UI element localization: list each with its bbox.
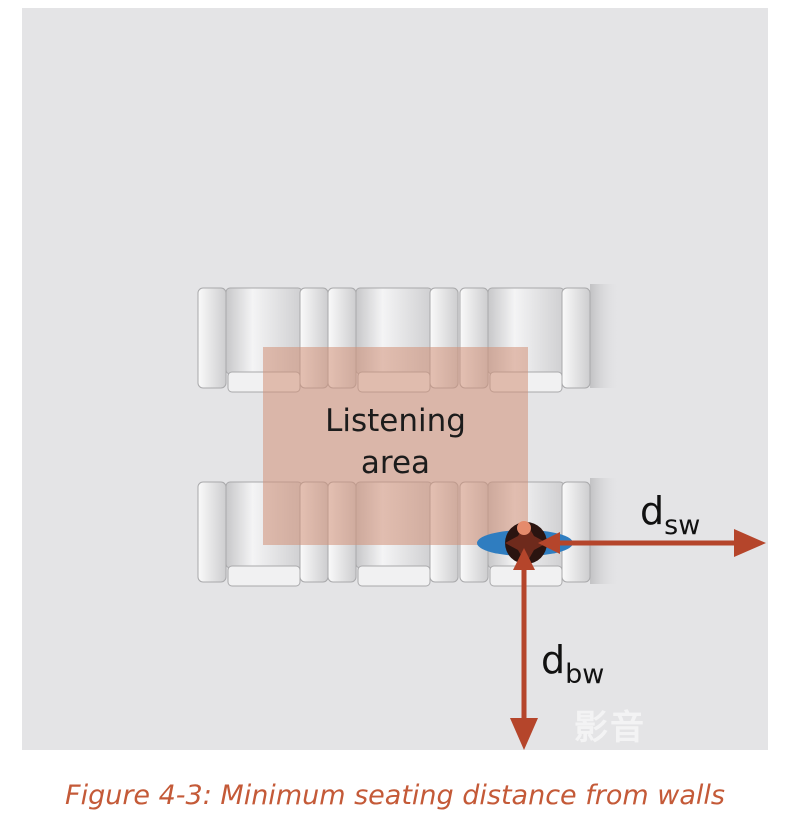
back-wall-distance-label: dbw xyxy=(541,641,604,694)
listener-head-icon xyxy=(477,521,573,564)
sofa-icon xyxy=(197,478,620,587)
figure-caption: Figure 4-3: Minimum seating distance fro… xyxy=(65,780,725,811)
listening-area-line: area xyxy=(360,445,431,481)
sofa-icon xyxy=(197,284,620,393)
back-wall-subscript: bw xyxy=(565,659,605,690)
listening-area-line: Listening xyxy=(325,403,466,439)
side-wall-distance-label: dsw xyxy=(640,492,700,545)
listening-area-text: Listening area xyxy=(263,400,528,484)
listening-area xyxy=(263,347,528,545)
back-wall-symbol: d xyxy=(541,638,566,682)
side-wall-subscript: sw xyxy=(664,510,701,541)
listening-area-label: Listening area xyxy=(263,400,528,484)
side-wall-symbol: d xyxy=(640,489,665,533)
arrow-right-icon xyxy=(538,529,766,557)
watermark-logo: 影音 xyxy=(574,708,646,748)
arrow-down-icon xyxy=(510,548,538,750)
